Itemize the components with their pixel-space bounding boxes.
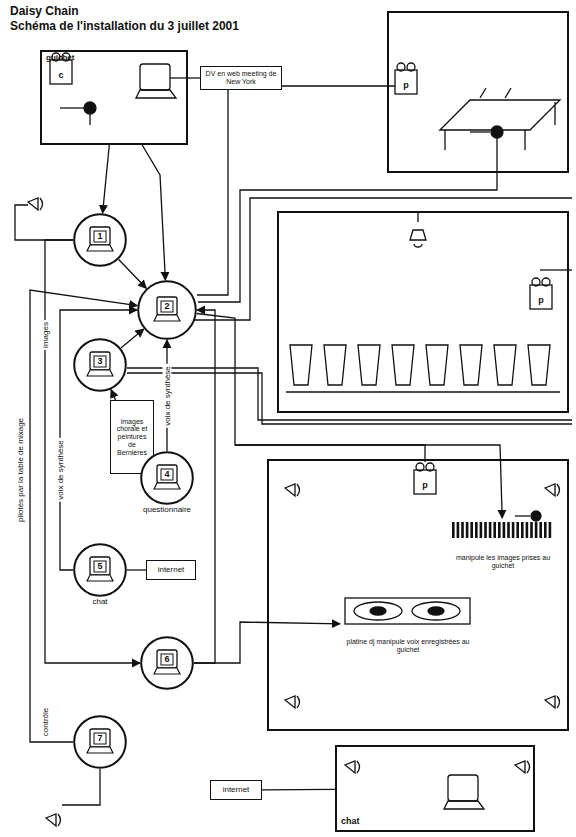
room-outline [268,460,568,730]
computer-circle: 1 [73,213,127,267]
text-holder: platine dj manipule voix enregistrées au… [340,638,476,656]
connector [30,290,137,742]
wire [235,445,425,462]
label-box: internet [146,560,196,580]
callout-number: 2 [137,301,197,312]
node-text: platine dj manipule voix enregistrées au… [340,638,476,653]
computer-circle: 7 [73,715,127,769]
camera [50,53,552,494]
connector [142,145,165,280]
node-text: DV en web meeting de New York [203,70,279,85]
text-holder: internet [158,566,185,575]
wire [170,77,200,78]
wire [192,198,572,320]
label-box: platine dj manipule voix enregistrées au… [340,594,476,656]
wire [540,269,572,270]
edge-label: voix de synthèse [163,364,172,428]
wire [417,212,418,222]
text-holder: chat [341,817,360,827]
computer-circle: 6 [140,636,194,690]
node-text: chat [341,817,360,827]
connector [262,789,335,791]
node-caption: questionnaire [141,506,193,515]
text-holder: DV en web meeting de New York [203,70,279,85]
table [440,100,560,150]
label-box: DV en web meeting de New York [200,66,282,90]
camera-letter: p [403,81,409,90]
connector [127,569,146,570]
node-caption: chat [90,598,109,607]
node-text: images chorale et peintures de Bernières [113,418,151,456]
connector [103,145,110,213]
callout-number: 7 [73,733,127,744]
speaker-row [286,345,560,392]
connector [194,622,340,663]
computer-circle: 5chat [73,543,127,597]
camera-letter: c [58,71,63,80]
callout-number: 6 [140,654,194,665]
callout-number: 5 [73,561,127,572]
wire [62,769,100,805]
room-box: guichet [40,50,188,145]
mixer-faders [452,522,551,538]
node-text: internet [158,566,185,575]
room-outline [388,12,568,172]
wire [15,205,73,240]
text-holder: manipule les images prises au guichet [446,554,560,572]
turntable [345,598,470,624]
room-outline [278,212,568,412]
computer [136,64,484,809]
callout-number: 1 [73,231,127,242]
diagram-caption: Schéma de l'installation du 3 juillet 20… [10,19,239,33]
label-box: manipule les images prises au guichet [446,518,560,572]
connector [119,260,147,289]
node-text: manipule les images prises au guichet [446,554,560,569]
connector [197,314,502,519]
connector [111,390,116,400]
camera-letter: p [422,481,428,490]
camera-letter: p [538,296,544,305]
loudspeaker [28,198,560,826]
side-note: pilotés par la table de mixage [16,416,25,524]
text-holder: images chorale et peintures de Bernières [113,418,151,456]
diagram-title: Daisy Chain [10,4,79,18]
callout-number: 3 [73,356,127,367]
computer-circle: 2 [137,280,197,340]
connector [194,310,215,663]
node-text: guichet [46,54,74,63]
edge-label: voix de synthèse [56,438,65,502]
connector [121,329,144,348]
label-box: internet [210,780,262,800]
node-text: internet [223,786,250,795]
text-holder: guichet [46,54,74,63]
microphone [60,102,541,521]
wire [198,132,497,302]
text-holder: internet [223,786,250,795]
computer-circle: 4questionnaire [140,451,194,505]
computer-circle: 3 [73,338,127,392]
side-note: contrôle [41,706,50,738]
figures [480,88,511,98]
callout-number: 4 [140,469,194,480]
room-box: chat [335,745,535,832]
edge-label: images [41,320,50,350]
wire [127,368,572,424]
